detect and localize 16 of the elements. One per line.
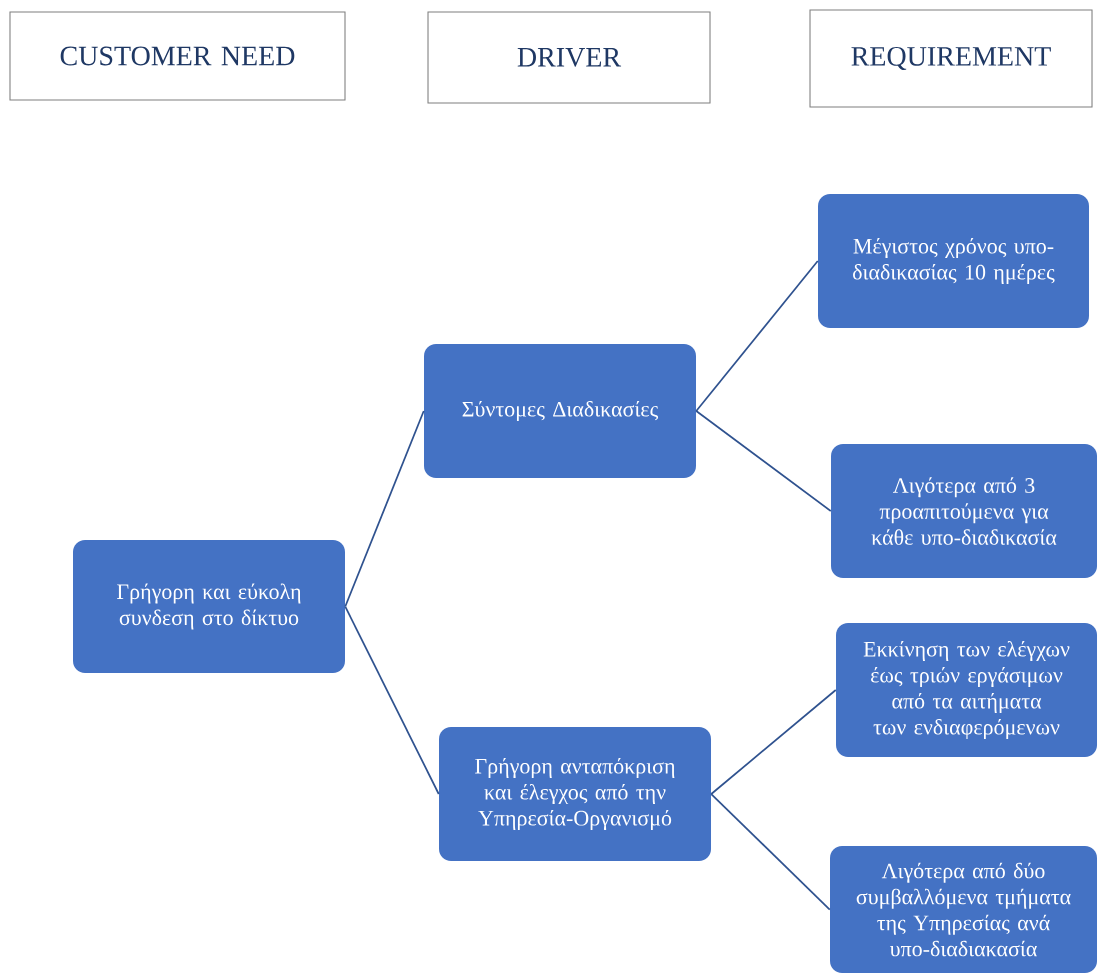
process-box: Γρήγορη και εύκολη συνδεση στο δίκτυο [73, 540, 345, 673]
header-box: DRIVER [427, 11, 711, 104]
process-box: Σύντομες Διαδικασίες [424, 344, 696, 478]
process-box: Γρήγορη ανταπόκριση και έλεγχος από την Υπηρεσία-Οργανισμό [439, 727, 711, 861]
connector-line [344, 410, 425, 608]
header-box: REQUIREMENT [809, 9, 1093, 108]
connector-line [710, 689, 837, 795]
connector-line [695, 260, 819, 412]
connector-line [710, 793, 831, 911]
process-box: Μέγιστος χρόνος υπο-διαδικασίας 10 ημέρες [818, 194, 1089, 328]
process-box: Λιγότερα από δύο συμβαλλόμενα τμήματα της Υπηρεσίας ανά υπο-διαδιακασία [830, 846, 1097, 973]
header-box: CUSTOMER NEED [9, 11, 346, 101]
connector-line [344, 605, 440, 795]
connector-line [695, 410, 832, 512]
process-box: Εκκίνηση των ελέγχων έως τριών εργάσιμων από τα αιτήματα των ενδιαφερόμενων [836, 623, 1097, 757]
process-box: Λιγότερα από 3 προαπιτούμενα για κάθε υπο-διαδικασία [831, 444, 1097, 578]
